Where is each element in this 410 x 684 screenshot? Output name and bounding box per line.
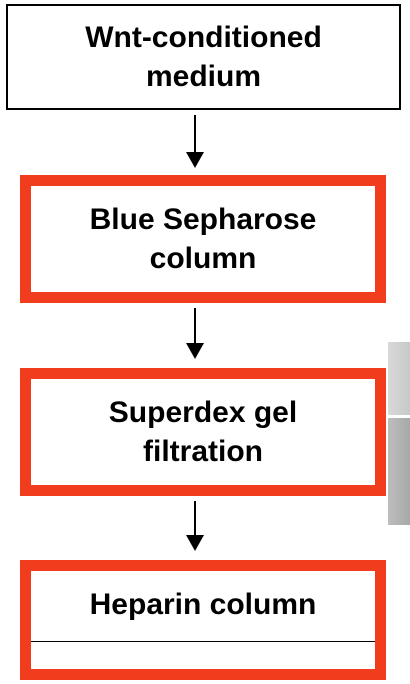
step-superdex-gel-filtration: Superdex gel filtration xyxy=(20,368,386,496)
step-wnt-conditioned-medium: Wnt-conditioned medium xyxy=(6,4,401,110)
step-label-line2: filtration xyxy=(143,435,263,468)
arrow-3 xyxy=(186,501,204,551)
gel-image-fragment-top xyxy=(388,342,410,415)
step-label-line2: medium xyxy=(145,60,261,93)
step-blue-sepharose-column: Blue Sepharose column xyxy=(20,175,386,303)
box-divider xyxy=(31,641,375,642)
arrow-1 xyxy=(186,115,204,168)
step-label-line1: Blue Sepharose xyxy=(89,203,317,236)
step-label-line1: Superdex gel xyxy=(108,396,298,429)
step-label-line1: Heparin column xyxy=(89,588,317,621)
arrow-2 xyxy=(186,308,204,359)
gel-image-fragment-bottom xyxy=(388,418,410,525)
step-heparin-column: Heparin column xyxy=(20,560,386,680)
step-label-line1: Wnt-conditioned xyxy=(85,21,322,54)
step-label-line2: column xyxy=(149,242,257,275)
